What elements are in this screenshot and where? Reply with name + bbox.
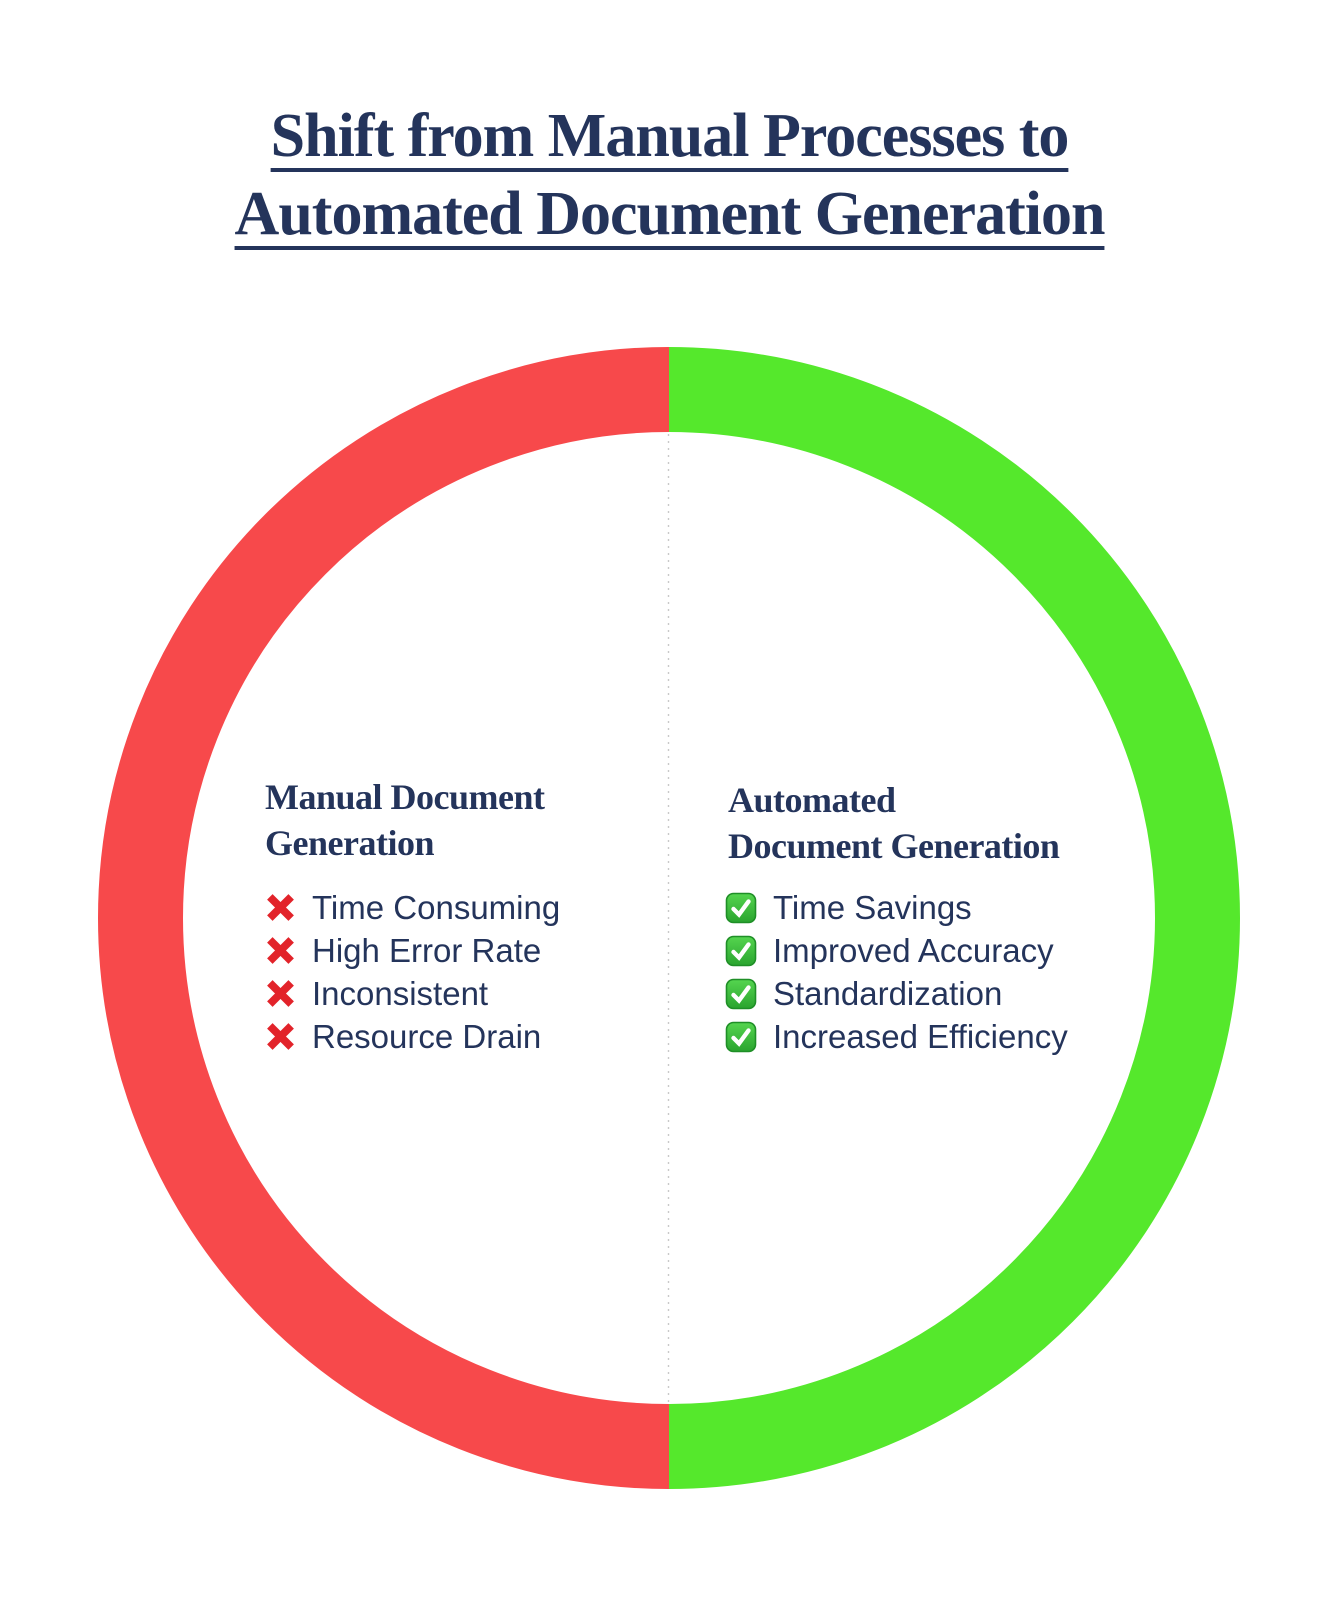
manual-item-label: Time Consuming <box>312 888 561 926</box>
automated-item: Improved Accuracy <box>725 929 1068 972</box>
manual-item-label: Inconsistent <box>312 974 489 1012</box>
manual-section-heading: Manual Document Generation <box>265 774 545 866</box>
manual-item: High Error Rate <box>265 929 560 972</box>
x-icon <box>267 937 294 964</box>
x-icon <box>267 980 294 1007</box>
title-line-2: Automated Document Generation <box>234 180 1106 248</box>
manual-heading-line-1: Manual Document <box>265 777 545 817</box>
manual-heading-line-2: Generation <box>265 823 434 863</box>
automated-item-label: Increased Efficiency <box>773 1017 1068 1055</box>
title-line-1: Shift from Manual Processes to <box>270 102 1070 170</box>
automated-section-heading: Automated Document Generation <box>728 777 1060 869</box>
x-icon <box>267 1023 294 1050</box>
manual-item-list: Time Consuming High Error Rate Inconsist… <box>265 886 560 1058</box>
automated-item-label: Improved Accuracy <box>773 931 1054 969</box>
automated-item: Increased Efficiency <box>725 1015 1068 1058</box>
manual-item: Inconsistent <box>265 972 560 1015</box>
check-icon <box>725 935 757 966</box>
ring-left-half-red <box>98 347 670 1489</box>
automated-heading-line-2: Document Generation <box>728 826 1060 866</box>
manual-item: Resource Drain <box>265 1015 560 1058</box>
automated-item: Standardization <box>725 972 1068 1015</box>
x-icon <box>267 894 294 921</box>
manual-item-label: High Error Rate <box>312 931 542 969</box>
manual-item: Time Consuming <box>265 886 560 929</box>
check-icon <box>725 978 757 1009</box>
manual-item-label: Resource Drain <box>312 1017 542 1055</box>
infographic-title: Shift from Manual Processes to Automated… <box>0 97 1339 253</box>
automated-item: Time Savings <box>725 886 1068 929</box>
automated-item-label: Time Savings <box>773 888 972 926</box>
check-icon <box>725 892 757 923</box>
check-icon <box>725 1021 757 1052</box>
automated-heading-line-1: Automated <box>728 780 896 820</box>
automated-item-label: Standardization <box>773 974 1003 1012</box>
automated-item-list: Time Savings Improved Accuracy Standardi… <box>725 886 1068 1058</box>
ring-right-half-green <box>668 347 1240 1489</box>
